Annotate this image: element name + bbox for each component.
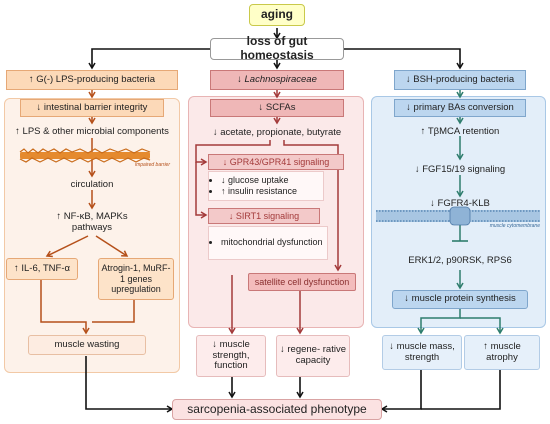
- sarcopenia-phenotype-label: sarcopenia-associated phenotype: [187, 401, 367, 416]
- lachnospiraceae-box: ↓ Lachnospiraceae: [210, 70, 344, 90]
- muscle-strength-label: ↓ muscle strength, function: [212, 338, 250, 372]
- sirt1-signaling-box: ↓ SIRT1 signaling: [208, 208, 320, 224]
- muscle-wasting-box: muscle wasting: [28, 335, 146, 355]
- il6-tnf-label: ↑ IL-6, TNF-α: [14, 262, 70, 274]
- loss-label: loss of gut homeostasis: [240, 34, 314, 62]
- tbmca-text: ↑ TβMCA retention: [420, 126, 500, 137]
- sirt1-effect-item: mitochondrial dysfunction: [221, 237, 323, 248]
- lps-components-text: ↑ LPS & other microbial components: [15, 126, 169, 137]
- primary-bas-label: ↓ primary BAs conversion: [406, 101, 514, 113]
- impaired-barrier-graphic: [19, 148, 151, 163]
- muscle-protein-synthesis-box: ↓ muscle protein synthesis: [392, 290, 528, 309]
- muscle-atrophy-label: ↑ muscle atrophy: [483, 340, 521, 363]
- fgf-signaling-text: ↓ FGF15/19 signaling: [414, 164, 506, 175]
- sirt1-effects-box: mitochondrial dysfunction: [208, 226, 328, 260]
- muscle-cytomembrane-label: muscle cytomembrane: [489, 223, 540, 229]
- muscle-wasting-label: muscle wasting: [54, 338, 120, 350]
- circulation-text: circulation: [70, 179, 114, 190]
- bsh-bacteria-label: ↓ BSH-producing bacteria: [405, 73, 515, 85]
- muscle-protein-synthesis-label: ↓ muscle protein synthesis: [404, 293, 516, 305]
- scfas-label: ↓ SCFAs: [258, 101, 296, 113]
- scfas-box: ↓ SCFAs: [210, 99, 344, 117]
- muscle-mass-label: ↓ muscle mass, strength: [389, 340, 455, 363]
- impaired-barrier-label: impaired barrier: [134, 162, 170, 168]
- satellite-cell-label: satellite cell dysfunction: [254, 276, 350, 287]
- gpr-signaling-label: ↓ GPR43/GPR41 signaling: [222, 156, 330, 167]
- acetate-text: ↓ acetate, propionate, butyrate: [212, 127, 342, 138]
- atrogin-label: Atrogin-1, MuRF-1 genes upregulation: [101, 263, 171, 295]
- sirt1-effects-list: mitochondrial dysfunction: [209, 237, 323, 248]
- muscle-strength-box: ↓ muscle strength, function: [196, 335, 266, 377]
- muscle-atrophy-box: ↑ muscle atrophy: [464, 335, 540, 370]
- muscle-mass-box: ↓ muscle mass, strength: [382, 335, 462, 370]
- fgfr4-klb-text: ↓ FGFR4-KLB: [430, 198, 490, 209]
- gpr-effect-item: ↑ insulin resistance: [221, 186, 297, 197]
- loss-of-gut-homeostasis-box: loss of gut homeostasis: [210, 34, 344, 62]
- sarcopenia-phenotype-box: sarcopenia-associated phenotype: [172, 399, 382, 420]
- primary-bas-box: ↓ primary BAs conversion: [394, 99, 526, 117]
- sirt1-signaling-label: ↓ SIRT1 signaling: [228, 210, 300, 221]
- intestinal-barrier-box: ↓ intestinal barrier integrity: [20, 99, 164, 117]
- aging-box: aging: [249, 4, 305, 26]
- regenerative-capacity-label: ↓ regene- rative capacity: [279, 344, 346, 366]
- gpr-effect-item: ↓ glucose uptake: [221, 175, 297, 186]
- gpr-signaling-box: ↓ GPR43/GPR41 signaling: [208, 154, 344, 170]
- lps-bacteria-box: ↑ G(-) LPS-producing bacteria: [6, 70, 178, 90]
- atrogin-box: Atrogin-1, MuRF-1 genes upregulation: [98, 258, 174, 300]
- erk-text: ERK1/2, p90RSK, RPS6: [408, 255, 512, 266]
- nfkb-text: ↑ NF-κB, MAPKs pathways: [56, 211, 128, 234]
- aging-label: aging: [261, 7, 293, 22]
- intestinal-barrier-label: ↓ intestinal barrier integrity: [36, 101, 148, 113]
- satellite-cell-box: satellite cell dysfunction: [248, 273, 356, 291]
- gpr-effects-list: ↓ glucose uptake ↑ insulin resistance: [209, 175, 297, 198]
- cytomembrane-graphic: [376, 206, 540, 226]
- lachnospiraceae-label: ↓ Lachnospiraceae: [237, 73, 317, 85]
- gpr-effects-box: ↓ glucose uptake ↑ insulin resistance: [208, 171, 324, 201]
- regenerative-capacity-box: ↓ regene- rative capacity: [276, 335, 350, 377]
- bsh-bacteria-box: ↓ BSH-producing bacteria: [394, 70, 526, 90]
- lps-bacteria-label: ↑ G(-) LPS-producing bacteria: [28, 73, 156, 85]
- il6-tnf-box: ↑ IL-6, TNF-α: [6, 258, 78, 280]
